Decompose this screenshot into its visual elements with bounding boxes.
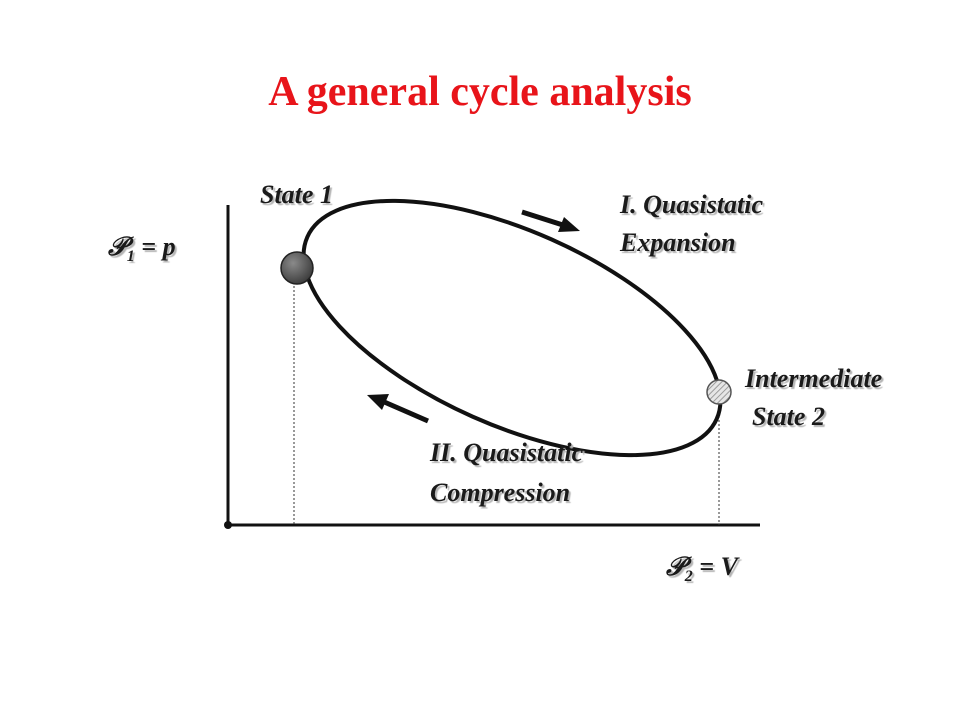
x-axis-rest: = V: [692, 552, 738, 581]
expansion-arrow: [521, 209, 580, 232]
expansion-label-line2: Expansion: [620, 228, 736, 257]
y-axis-rest: = p: [134, 232, 176, 261]
y-axis-label: 𝒫1 = p: [108, 232, 176, 266]
x-axis-symbol: 𝒫: [666, 552, 685, 582]
compression-label-line2: Compression: [430, 478, 571, 507]
y-axis-symbol: 𝒫: [108, 232, 127, 262]
compression-label-line1: II. Quasistatic: [430, 438, 584, 467]
state1-label: State 1: [260, 180, 333, 209]
state1-point: [280, 251, 314, 285]
x-axis-label: 𝒫2 = V: [666, 552, 738, 586]
x-axis-subscript: 2: [684, 568, 693, 586]
state2-point: [706, 379, 732, 405]
intermediate-label-line1: Intermediate: [745, 364, 883, 393]
cycle-ellipse: [301, 198, 723, 458]
compression-arrow: [367, 394, 429, 424]
y-axis-subscript: 1: [126, 248, 135, 266]
intermediate-label-line2: State 2: [752, 402, 825, 431]
expansion-label-line1: I. Quasistatic: [620, 190, 764, 219]
page-title: A general cycle analysis: [268, 69, 692, 115]
origin-dot: [224, 521, 232, 529]
